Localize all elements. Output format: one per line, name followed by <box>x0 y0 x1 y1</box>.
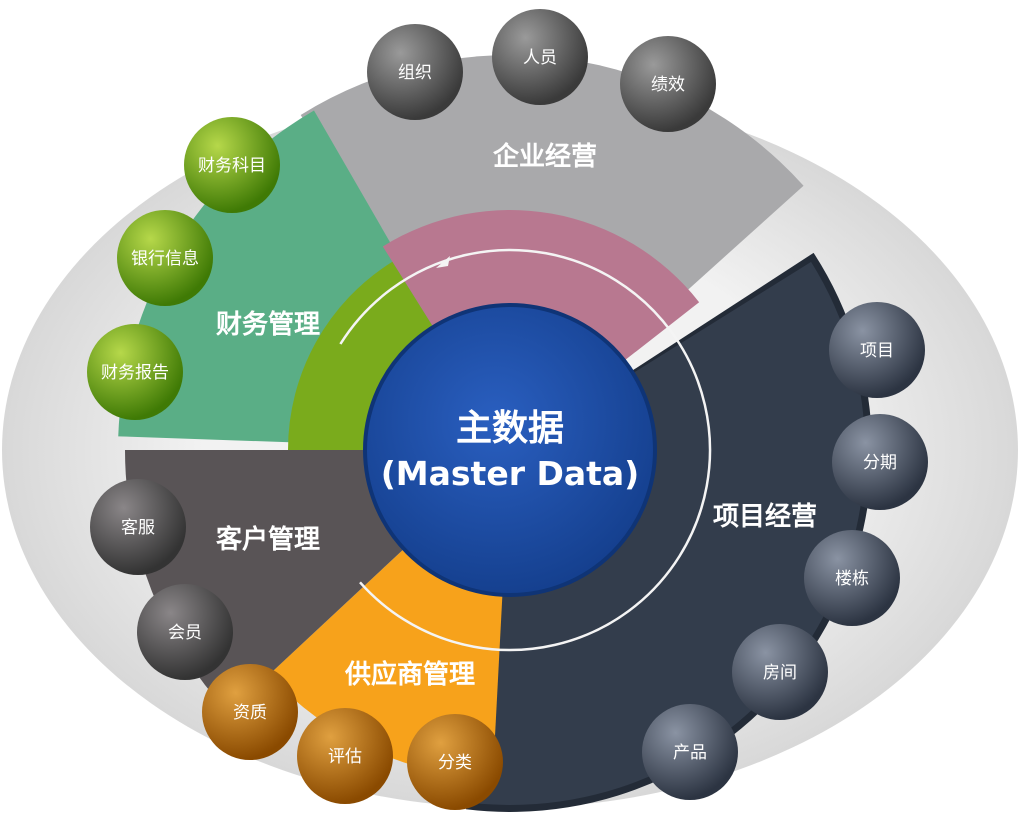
bubble-label: 分类 <box>438 753 472 773</box>
bubble-finance-1[interactable] <box>117 210 213 306</box>
inner-band-finance[interactable] <box>288 261 436 450</box>
bubble-label: 客服 <box>121 518 155 538</box>
cycle-arc <box>308 248 712 652</box>
segment-label-finance: 财务管理 <box>216 310 320 340</box>
bubble-finance-0[interactable] <box>184 117 280 213</box>
bubble-enterprise-1[interactable] <box>492 9 588 105</box>
center-title-cn: 主数据 <box>456 408 564 449</box>
bubble-label: 房间 <box>763 663 797 683</box>
master-data-center[interactable] <box>363 303 657 597</box>
cycle-arrow-icon <box>436 256 450 268</box>
segment-label-project: 项目经营 <box>713 501 817 532</box>
bubble-supplier-0[interactable] <box>202 664 298 760</box>
bubble-label: 银行信息 <box>131 249 199 269</box>
bubble-project-1[interactable] <box>832 414 928 510</box>
bubble-supplier-1[interactable] <box>297 708 393 804</box>
bubble-customer-0[interactable] <box>90 479 186 575</box>
bubble-enterprise-2[interactable] <box>620 36 716 132</box>
bubble-label: 产品 <box>673 743 707 763</box>
bubble-label: 分期 <box>863 453 897 473</box>
bubble-label: 评估 <box>328 747 362 767</box>
inner-band-enterprise[interactable] <box>382 209 700 364</box>
center-title-en: (Master Data) <box>381 454 640 493</box>
segment-label-enterprise: 企业经营 <box>493 141 597 172</box>
bubble-label: 财务报告 <box>101 363 169 383</box>
bubble-project-0[interactable] <box>829 302 925 398</box>
bubble-supplier-2[interactable] <box>407 714 503 810</box>
bubble-enterprise-0[interactable] <box>367 24 463 120</box>
bubble-label: 财务科目 <box>198 156 266 176</box>
bubble-project-4[interactable] <box>642 704 738 800</box>
bubble-customer-1[interactable] <box>137 584 233 680</box>
bubble-label: 会员 <box>168 623 202 643</box>
segment-label-customer: 客户管理 <box>216 524 320 555</box>
segment-label-supplier: 供应商管理 <box>344 659 475 690</box>
bubble-label: 资质 <box>233 703 267 723</box>
bubble-project-2[interactable] <box>804 530 900 626</box>
bubble-finance-2[interactable] <box>87 324 183 420</box>
bubble-label: 绩效 <box>651 75 685 95</box>
bubble-label: 人员 <box>523 48 557 68</box>
bubble-label: 项目 <box>860 341 894 361</box>
bubble-label: 组织 <box>398 63 432 83</box>
bubble-label: 楼栋 <box>835 569 869 589</box>
bubble-project-3[interactable] <box>732 624 828 720</box>
